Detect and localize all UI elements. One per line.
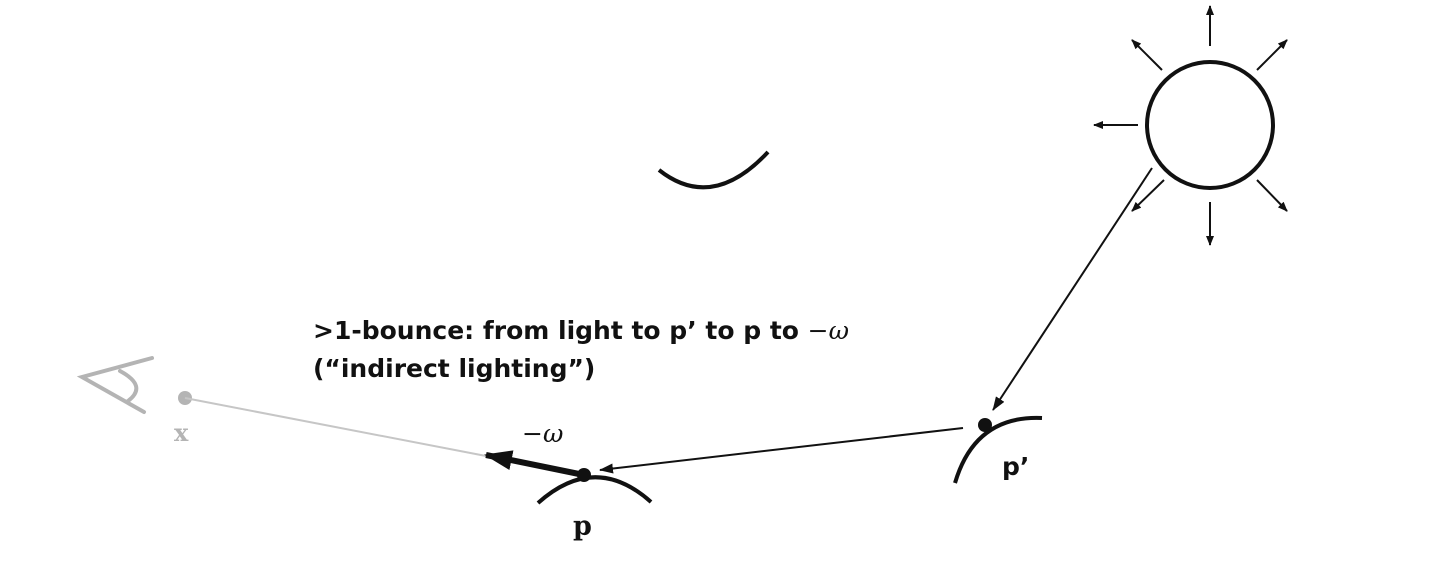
caption-line-2: (“indirect lighting”) bbox=[313, 354, 596, 383]
label-neg-omega: −ω bbox=[522, 419, 564, 448]
label-p-prime: p’ bbox=[1002, 452, 1030, 481]
ray-light-to-p-prime bbox=[992, 167, 1153, 411]
light-source-icon bbox=[1093, 5, 1288, 246]
surface-p-prime bbox=[953, 415, 1043, 484]
occluder-surface bbox=[657, 150, 770, 190]
caption-line-1-text: >1-bounce: from light to p’ to p to bbox=[313, 316, 808, 345]
view-ray bbox=[184, 397, 487, 457]
surface-p bbox=[536, 475, 653, 505]
diagram-caption: >1-bounce: from light to p’ to p to −ω (… bbox=[313, 312, 849, 388]
label-p: p bbox=[573, 511, 592, 542]
caption-line-1: >1-bounce: from light to p’ to p to −ω bbox=[313, 312, 849, 350]
ray-p-prime-to-p bbox=[599, 427, 964, 474]
label-x: x bbox=[174, 418, 189, 447]
point-p bbox=[577, 468, 591, 482]
caption-neg-omega: −ω bbox=[807, 316, 850, 345]
point-p-prime bbox=[978, 418, 992, 432]
eye-icon bbox=[76, 356, 154, 414]
outgoing-ray-neg-omega bbox=[484, 450, 585, 478]
